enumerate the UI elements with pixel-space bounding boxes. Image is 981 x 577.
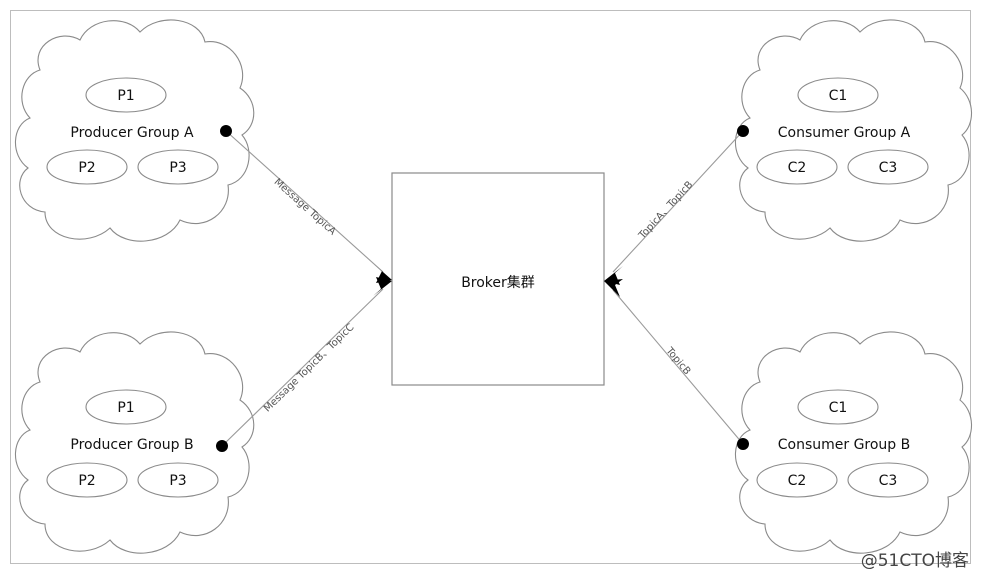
edge-label: TopicA、TopicB [636,179,695,242]
diagram-frame [10,10,971,564]
arrow-head [604,279,623,297]
edge-label: TopicB [663,345,693,378]
group-label: Consumer Group B [778,437,911,453]
node-p3-label: P3 [169,160,186,176]
node-p3-label: P3 [169,473,186,489]
node-p2-label: P2 [78,473,95,489]
cloud-shape [14,331,255,554]
node-p2 [46,149,128,185]
producer-group-a: P1 Producer Group A P2 P3 [14,19,255,242]
group-label: Consumer Group A [778,125,911,141]
broker-cluster: Broker集群 [391,172,605,386]
edge-label: Message TopicA [272,177,338,238]
edge-producer-b: Message TopicB、TopicC [216,277,392,452]
node-c3 [847,149,929,185]
node-c2 [756,149,838,185]
connector-dot [737,125,749,137]
node-p1-label: P1 [117,88,134,104]
node-c1-label: C1 [829,88,848,104]
edge-line [612,130,744,273]
group-label: Producer Group A [70,125,194,141]
node-c2-label: C2 [788,473,807,489]
edge-label: Message TopicB、TopicC [262,322,356,414]
node-c2-label: C2 [788,160,807,176]
connector-dot [220,125,232,137]
node-p1 [85,389,167,425]
node-p3 [137,149,219,185]
consumer-group-b: C1 Consumer Group B C2 C3 [734,331,973,554]
node-c1 [797,77,879,113]
cloud-shape [734,331,973,554]
cloud-shape [734,19,973,242]
edge-line [225,130,384,273]
arrow-head [604,266,623,285]
connector-dot [216,440,228,452]
node-c2 [756,462,838,498]
connector-dot [737,438,749,450]
edge-producer-a: Message TopicA [220,125,392,283]
edge-consumer-b: TopicB [604,279,749,450]
node-p1 [85,77,167,113]
watermark-text: @51CTO博客 [860,551,969,571]
node-p2-label: P2 [78,160,95,176]
node-c1-label: C1 [829,400,848,416]
producer-group-b: P1 Producer Group B P2 P3 [14,331,255,554]
cloud-shape [14,19,255,242]
broker-box [391,172,605,386]
node-c3 [847,462,929,498]
node-p2 [46,462,128,498]
group-label: Producer Group B [70,437,193,453]
node-p1-label: P1 [117,400,134,416]
node-p3 [137,462,219,498]
edge-line [612,289,744,445]
edge-line [221,288,384,447]
node-c3-label: C3 [879,473,898,489]
arrow-head [373,277,392,296]
node-c1 [797,389,879,425]
consumer-group-a: C1 Consumer Group A C2 C3 [734,19,973,242]
edge-consumer-a: TopicA、TopicB [604,125,749,285]
node-c3-label: C3 [879,160,898,176]
broker-label: Broker集群 [461,274,535,291]
